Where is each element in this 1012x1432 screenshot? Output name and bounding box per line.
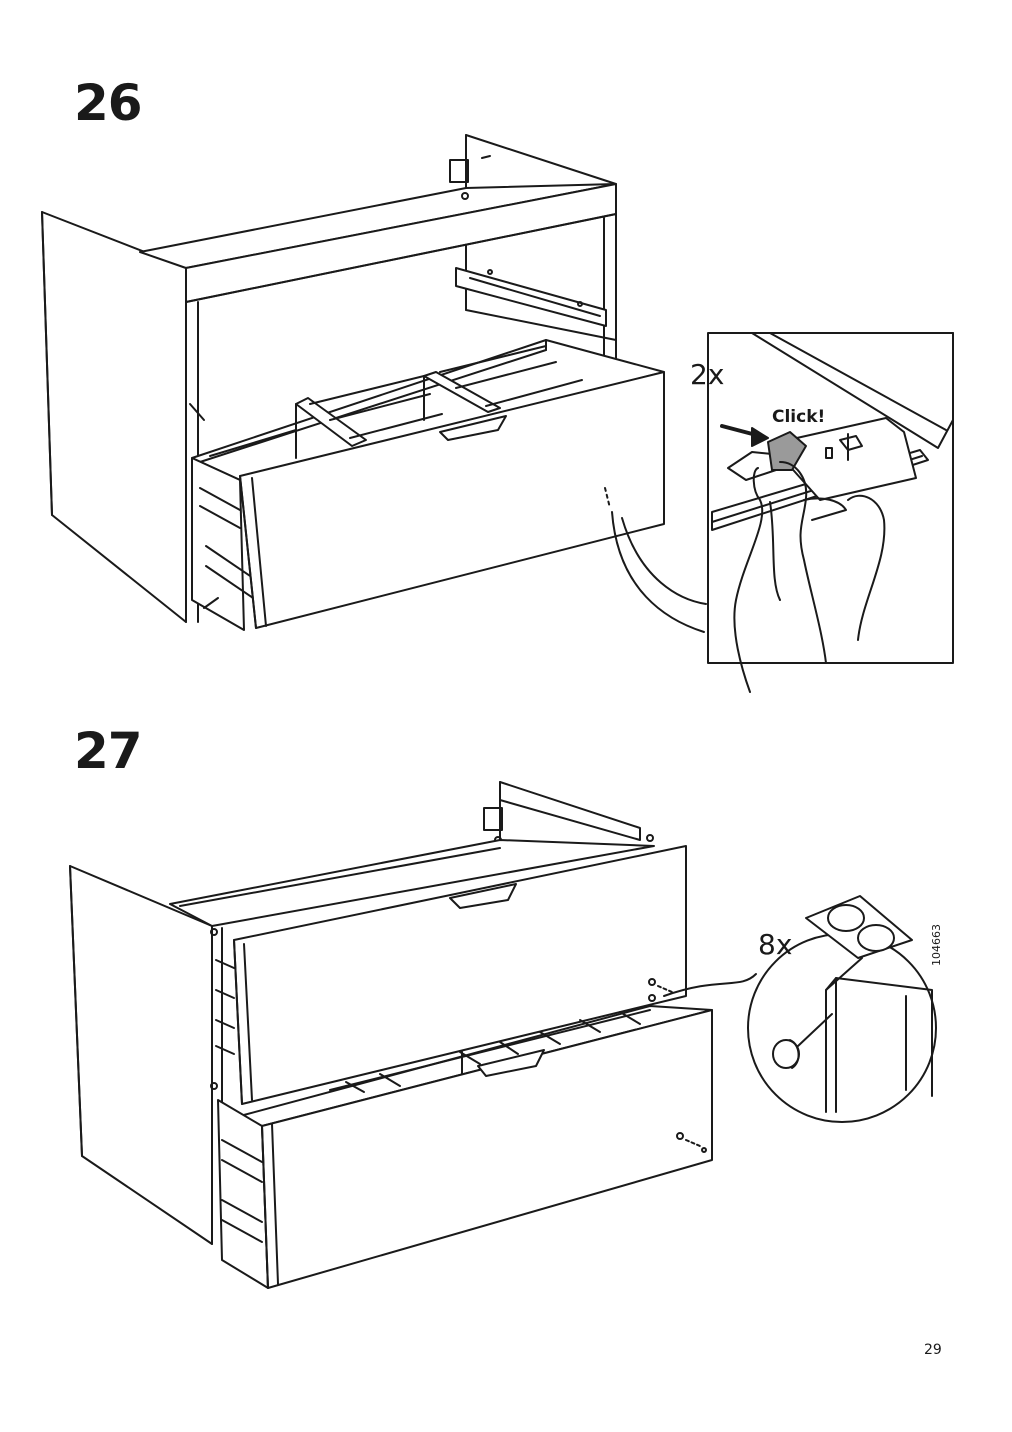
step-26-cabinet-illustration: [41, 134, 707, 633]
step-number-26: 26: [74, 74, 143, 132]
part-code: 104663: [930, 924, 943, 966]
page-number: 29: [924, 1342, 942, 1358]
quantity-label-8x: 8x: [758, 928, 792, 961]
click-label: Click!: [772, 407, 825, 427]
quantity-label-2x: 2x: [690, 358, 724, 391]
step-27-cabinet-illustration: [69, 781, 757, 1289]
step-number-27: 27: [74, 722, 143, 780]
step-26-click-detail: [707, 332, 954, 693]
step-27-bumper-detail: [747, 895, 937, 1123]
